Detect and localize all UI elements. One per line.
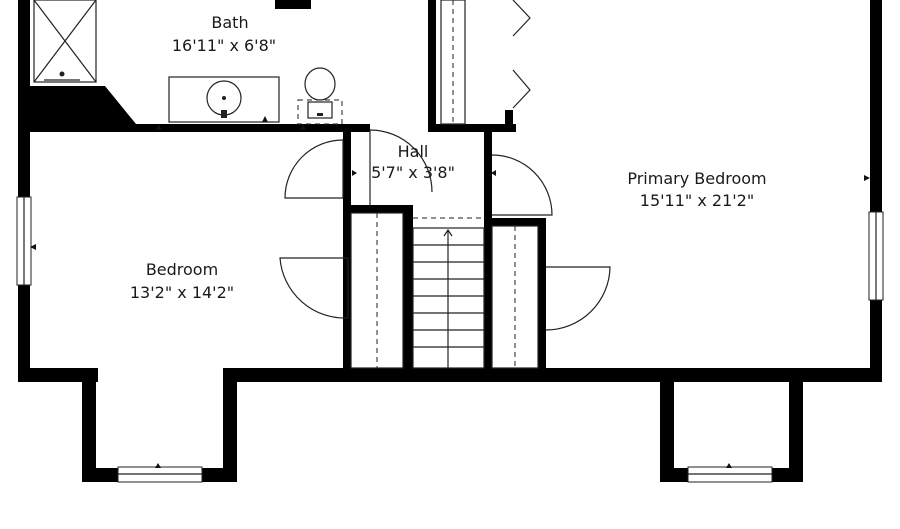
closet-right (491, 225, 539, 369)
room-label-hall: Hall 5'7" x 3'8" (371, 142, 455, 182)
markers (30, 116, 870, 468)
room-label-bedroom: Bedroom 13'2" x 14'2" (130, 260, 234, 302)
interior-walls (18, 0, 546, 373)
stairs (412, 217, 485, 369)
room-label-bath: Bath 16'11" x 6'8" (172, 13, 276, 55)
vanity (168, 76, 280, 123)
room-size-primary: 15'11" x 21'2" (640, 191, 754, 210)
doors (279, 129, 611, 331)
room-size-bath: 16'11" x 6'8" (172, 36, 276, 55)
shower (33, 0, 97, 83)
room-label-primary: Primary Bedroom 15'11" x 21'2" (627, 169, 766, 210)
windows (16, 196, 884, 483)
room-name-hall: Hall (398, 142, 429, 161)
toilet (297, 67, 343, 125)
exterior-walls (18, 0, 882, 482)
room-size-hall: 5'7" x 3'8" (371, 163, 455, 182)
room-name-bedroom: Bedroom (146, 260, 218, 279)
closet-upper (440, 0, 531, 125)
room-size-bedroom: 13'2" x 14'2" (130, 283, 234, 302)
room-name-primary: Primary Bedroom (627, 169, 766, 188)
closet-left (350, 212, 404, 369)
room-name-bath: Bath (211, 13, 248, 32)
